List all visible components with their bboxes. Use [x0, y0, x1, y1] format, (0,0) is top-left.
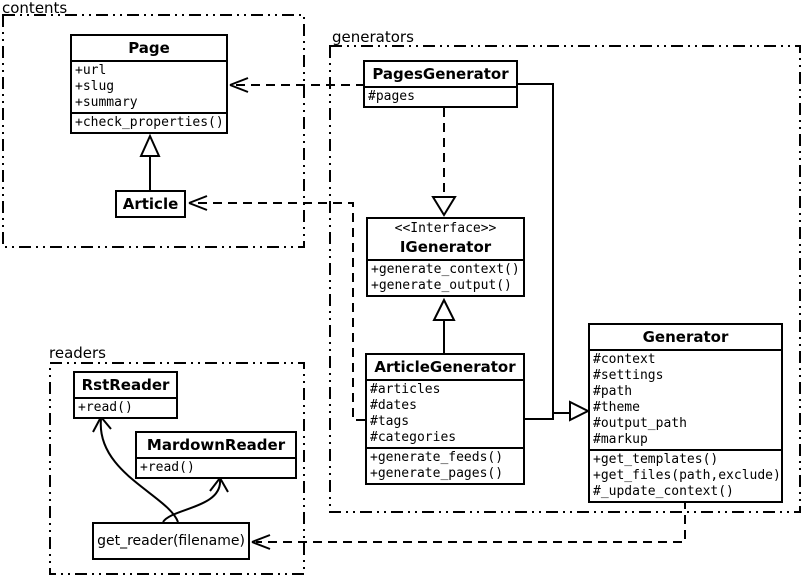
class-pagesgenerator-title: PagesGenerator [372, 65, 509, 83]
class-articlegenerator-attributes: #articles #dates #tags #categories [367, 379, 523, 447]
method: +generate_feeds() [370, 450, 504, 465]
attribute: #pages [368, 89, 415, 104]
class-page-attributes: +url +slug +summary [72, 60, 226, 112]
class-igenerator-methods: +generate_context() +generate_output() [368, 259, 523, 295]
class-generator-title: Generator [642, 328, 729, 346]
attribute: +slug [75, 79, 115, 94]
method: +read() [140, 460, 195, 475]
method: +generate_output() [371, 278, 512, 293]
attribute: #tags [370, 414, 410, 429]
package-border-contents [2, 14, 305, 248]
class-mardownreader-methods: +read() [137, 457, 295, 477]
class-igenerator: <<Interface>> IGenerator +generate_conte… [366, 217, 525, 297]
class-page-title: Page [128, 39, 170, 57]
class-article: Article [115, 190, 186, 218]
package-label-contents: contents [2, 0, 68, 17]
package-label-generators: generators [332, 28, 414, 46]
class-generator: Generator #context #settings #path #them… [588, 323, 783, 503]
class-rstreader-methods: +read() [75, 397, 176, 417]
dependency-generator-getreader [251, 500, 686, 550]
class-igenerator-stereotype: <<Interface>> [394, 221, 497, 236]
class-rstreader: RstReader +read() [73, 371, 178, 419]
class-mardownreader-title: MardownReader [146, 436, 286, 454]
class-generator-attributes: #context #settings #path #theme #output_… [590, 349, 781, 449]
dependency-pagesgenerator-page [229, 77, 363, 93]
class-articlegenerator: ArticleGenerator #articles #dates #tags … [365, 353, 525, 485]
attribute: #articles [370, 382, 441, 397]
method: +read() [78, 400, 133, 415]
class-articlegenerator-title: ArticleGenerator [374, 358, 516, 376]
method: +generate_context() [371, 262, 520, 277]
method: +generate_pages() [370, 466, 504, 481]
inheritance-article-page [139, 133, 161, 190]
attribute: #theme [593, 400, 640, 415]
class-article-title: Article [122, 195, 179, 213]
attribute: #dates [370, 398, 417, 413]
attribute: #markup [593, 432, 648, 447]
dependency-articlegenerator-article [188, 195, 365, 421]
class-mardownreader: MardownReader +read() [135, 431, 297, 479]
arrow-getreader-rstreader [92, 416, 179, 523]
attribute: #path [593, 384, 633, 399]
class-page-methods: +check_properties() [72, 112, 226, 132]
class-pagesgenerator-attributes: #pages [365, 86, 516, 106]
inheritance-articlegenerator-igenerator [432, 297, 456, 353]
realization-pagesgenerator-igenerator [431, 108, 457, 217]
package-label-readers: readers [49, 344, 106, 362]
class-igenerator-title: IGenerator [399, 238, 492, 256]
attribute: +summary [75, 95, 138, 110]
class-page: Page +url +slug +summary +check_properti… [70, 34, 228, 134]
package-border-readers [49, 362, 305, 575]
attribute: #output_path [593, 416, 687, 431]
inheritance-generators-generator [518, 83, 591, 422]
attribute: #context [593, 352, 656, 367]
class-pagesgenerator: PagesGenerator #pages [363, 60, 518, 108]
method: +check_properties() [75, 115, 224, 130]
function-box-get-reader-label: get_reader(filename) [97, 533, 245, 549]
attribute: #settings [593, 368, 664, 383]
class-articlegenerator-methods: +generate_feeds() +generate_pages() [367, 447, 523, 483]
method: +get_templates() [593, 452, 719, 467]
package-border-generators [329, 45, 801, 513]
class-generator-methods: +get_templates() +get_files(path,exclude… [590, 449, 781, 501]
attribute: +url [75, 63, 107, 78]
class-rstreader-title: RstReader [81, 376, 170, 394]
method: +get_files(path,exclude) [593, 468, 781, 483]
arrow-getreader-mardownreader [162, 477, 229, 523]
method: #_update_context() [593, 484, 734, 499]
function-box-get-reader: get_reader(filename) [92, 522, 250, 560]
attribute: #categories [370, 430, 457, 445]
